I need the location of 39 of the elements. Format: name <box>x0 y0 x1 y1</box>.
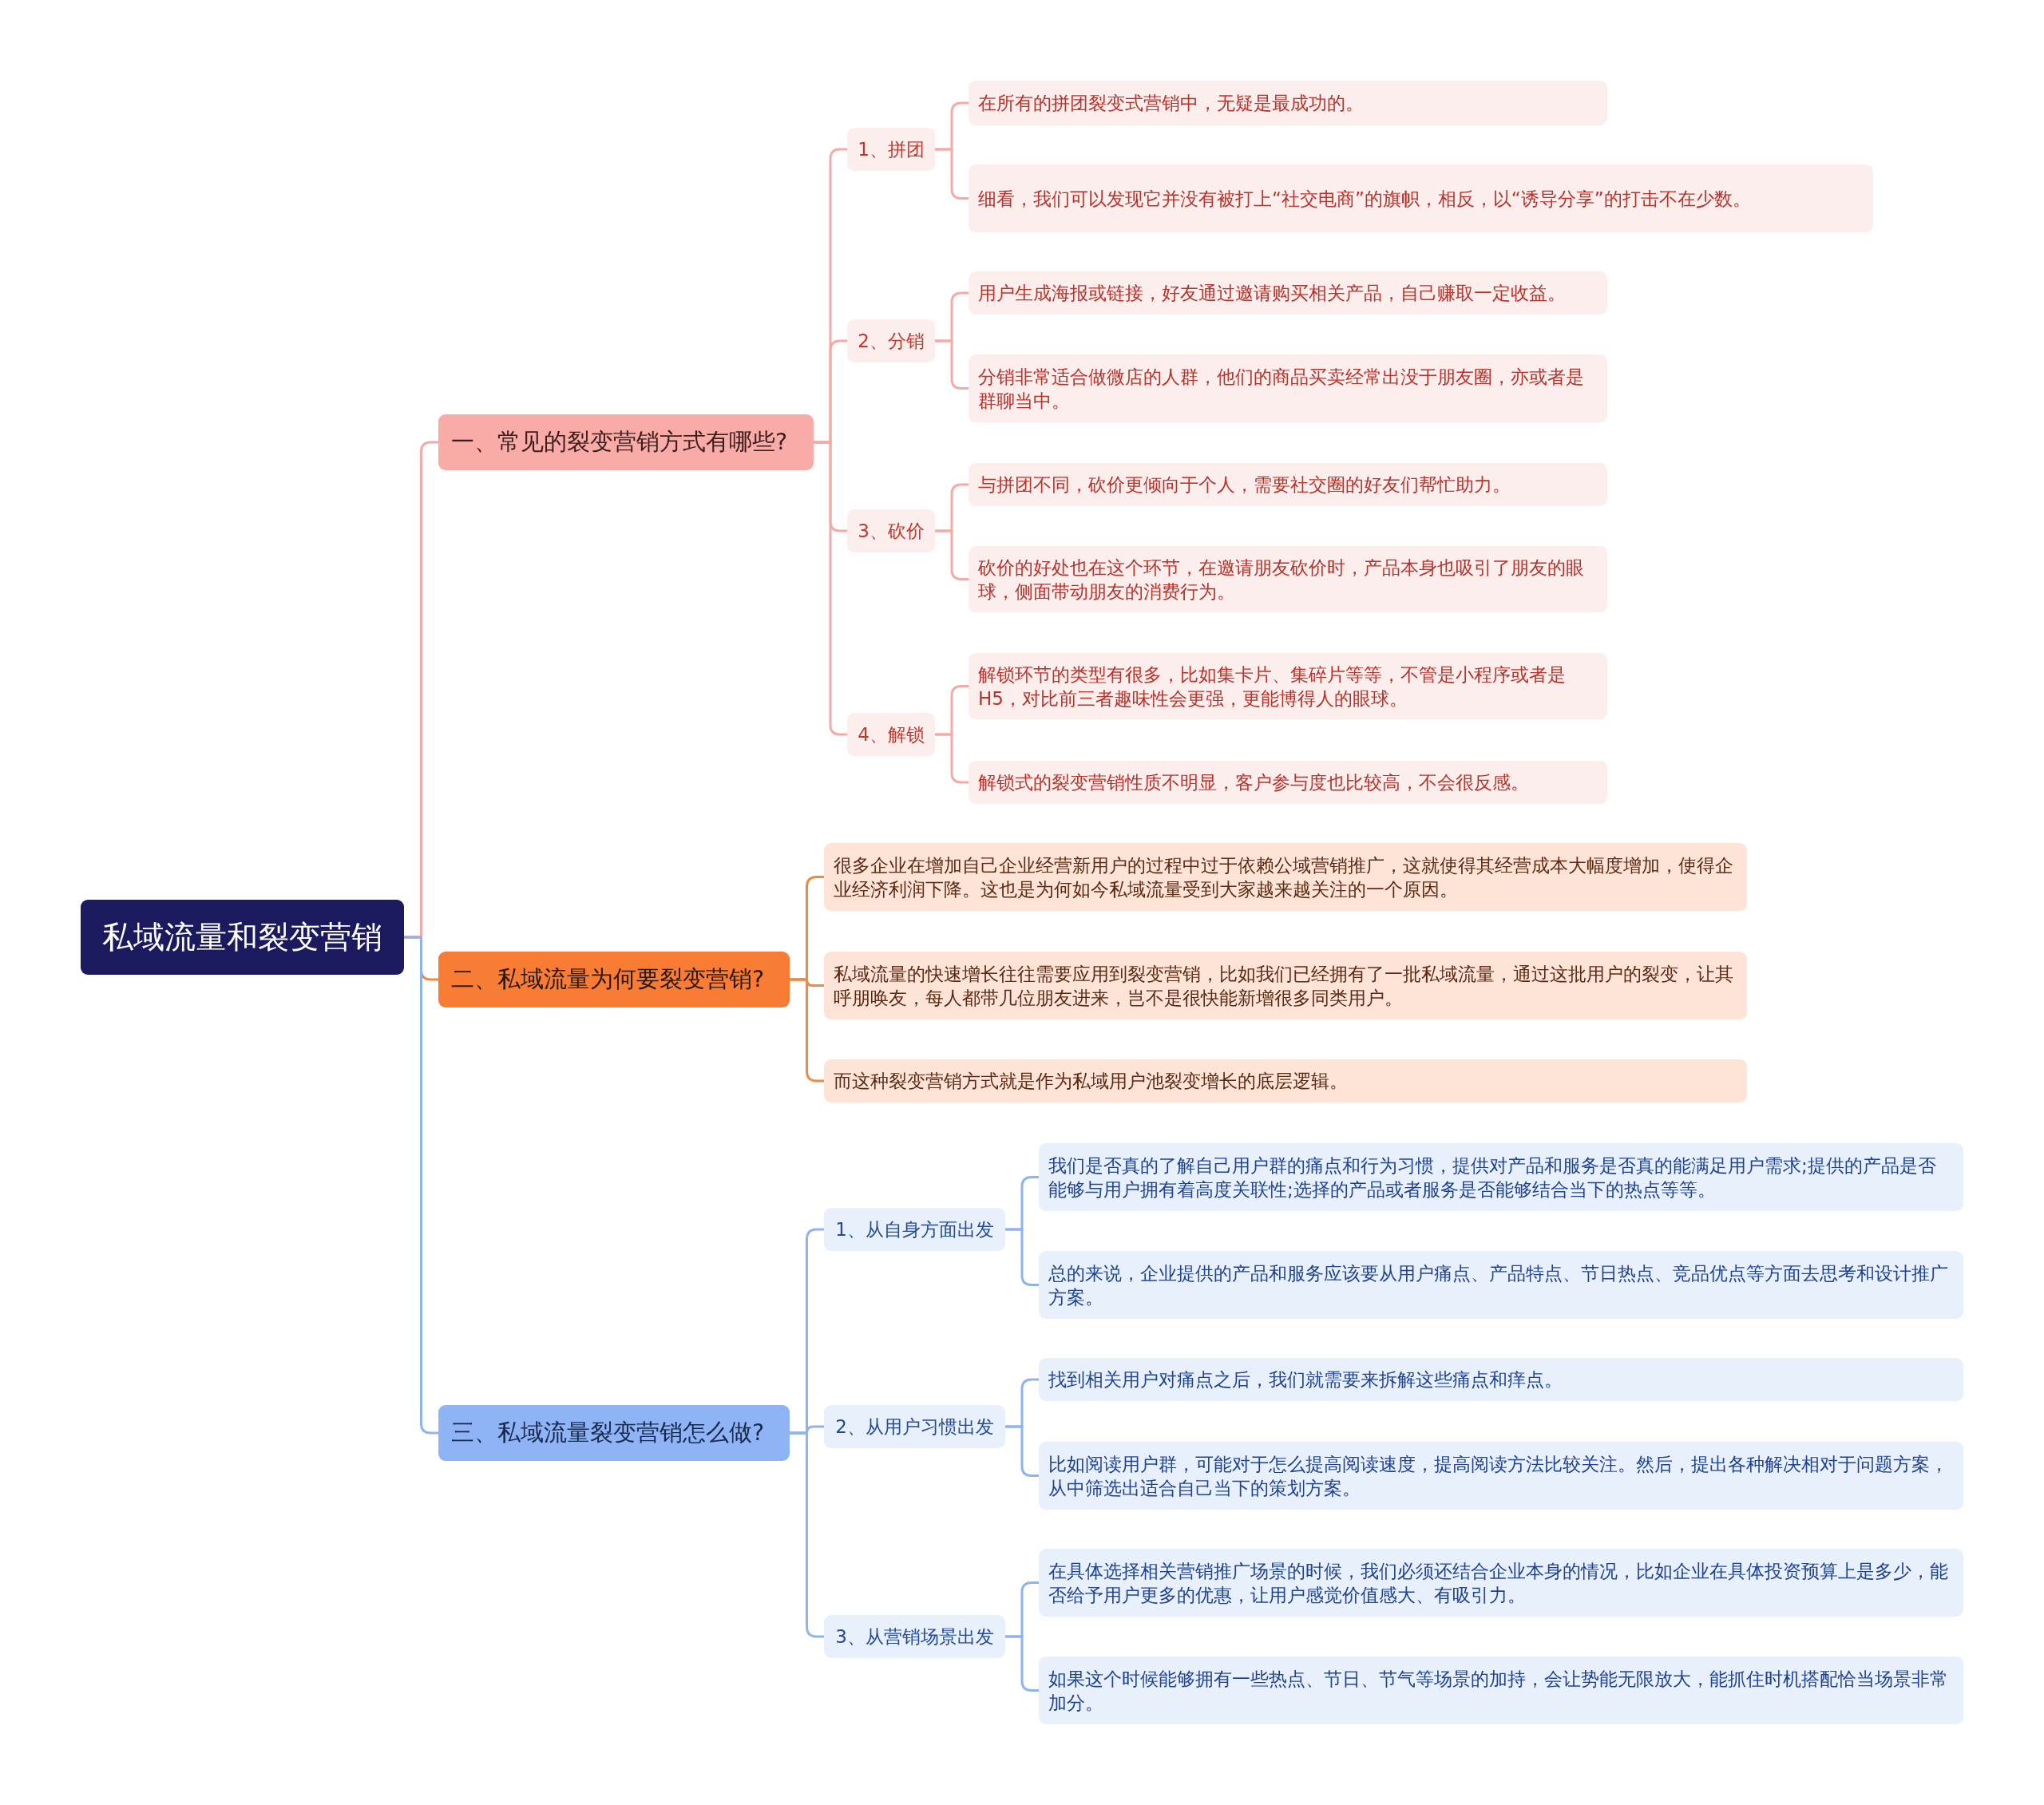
subtopic-box: 3、砍价 <box>847 509 935 552</box>
subtopic-box: 1、拼团 <box>847 128 935 171</box>
connector-line <box>935 733 969 784</box>
connector-line <box>1005 1635 1039 1692</box>
note-box: 分销非常适合做微店的人群，他们的商品买卖经常出没于朋友圈，亦或者是群聊当中。 <box>969 354 1607 422</box>
subtopic-box: 3、从营销场景出发 <box>824 1615 1005 1658</box>
topic-box: 二、私域流量为何要裂变营销? <box>438 952 790 1007</box>
connector-line <box>1005 1425 1039 1477</box>
connector-line <box>790 1431 824 1638</box>
topic-box: 三、私域流量裂变营销怎么做? <box>438 1405 790 1461</box>
subtopic-box: 4、解锁 <box>847 713 935 756</box>
subtopic-box: 2、从用户习惯出发 <box>824 1405 1005 1448</box>
note-box: 解锁式的裂变营销性质不明显，客户参与度也比较高，不会很反感。 <box>969 761 1607 804</box>
note-box: 细看，我们可以发现它并没有被打上“社交电商”的旗帜，相反，以“诱导分享”的打击不在少数。 <box>969 164 1873 232</box>
note-box: 而这种裂变营销方式就是作为私域用户池裂变增长的底层逻辑。 <box>824 1059 1747 1102</box>
note-box: 找到相关用户对痛点之后，我们就需要来拆解这些痛点和痒点。 <box>1039 1358 1963 1401</box>
central-topic-box: 私域流量和裂变营销 <box>81 900 404 975</box>
connector-line <box>935 339 969 390</box>
note-box: 总的来说，企业提供的产品和服务应该要从用户痛点、产品特点、节日热点、竞品优点等方面去思考和设计推广方案。 <box>1039 1251 1963 1319</box>
note-box: 在具体选择相关营销推广场景的时候，我们必须还结合企业本身的情况，比如企业在具体投资预算上是多少，能否给予用户更多的优惠，让用户感觉价值感大、有吸引力。 <box>1039 1549 1963 1617</box>
connector-line <box>1005 1228 1039 1286</box>
topic-box: 一、常见的裂变营销方式有哪些? <box>438 414 814 470</box>
note-box: 用户生成海报或链接，好友通过邀请购买相关产品，自己赚取一定收益。 <box>969 271 1607 315</box>
subtopic-box: 2、分销 <box>847 319 935 362</box>
note-box: 私域流量的快速增长往往需要应用到裂变营销，比如我们已经拥有了一批私域流量，通过这批用户的裂变，让其呼朋唤友，每人都带几位朋友进来，岂不是很快能新增很多同类用户。 <box>824 952 1747 1019</box>
note-box: 在所有的拼团裂变式营销中，无疑是最成功的。 <box>969 81 1607 125</box>
note-box: 解锁环节的类型有很多，比如集卡片、集碎片等等，不管是小程序或者是H5，对比前三者趣味性会更强，更能博得人的眼球。 <box>969 653 1607 719</box>
note-box: 比如阅读用户群，可能对于怎么提高阅读速度，提高阅读方法比较关注。然后，提出各种解决相对于问题方案，从中筛选出适合自己当下的策划方案。 <box>1039 1442 1963 1510</box>
note-box: 我们是否真的了解自己用户群的痛点和行为习惯，提供对产品和服务是否真的能满足用户需求;提供的产品是否能够与用户拥有着高度关联性;选择的产品或者服务是否能够结合当下的热点等等。 <box>1039 1143 1963 1211</box>
note-box: 与拼团不同，砍价更倾向于个人，需要社交圈的好友们帮忙助力。 <box>969 463 1607 506</box>
note-box: 砍价的好处也在这个环节，在邀请朋友砍价时，产品本身也吸引了朋友的眼球，侧面带动朋友的消费行为。 <box>969 546 1607 612</box>
connector-line <box>814 441 847 736</box>
note-box: 很多企业在增加自己企业经营新用户的过程中过于依赖公域营销推广，这就使得其经营成本大幅度增加，使得企业经济利润下降。这也是为何如今私域流量受到大家越来越关注的一个原因。 <box>824 843 1747 911</box>
connector-line <box>404 936 438 1435</box>
connector-line <box>790 978 824 1083</box>
subtopic-box: 1、从自身方面出发 <box>824 1208 1005 1251</box>
note-box: 如果这个时候能够拥有一些热点、节日、节气等场景的加持，会让势能无限放大，能抓住时机搭配恰当场景非常加分。 <box>1039 1657 1963 1724</box>
connector-line <box>935 529 969 580</box>
connector-line <box>935 148 969 200</box>
